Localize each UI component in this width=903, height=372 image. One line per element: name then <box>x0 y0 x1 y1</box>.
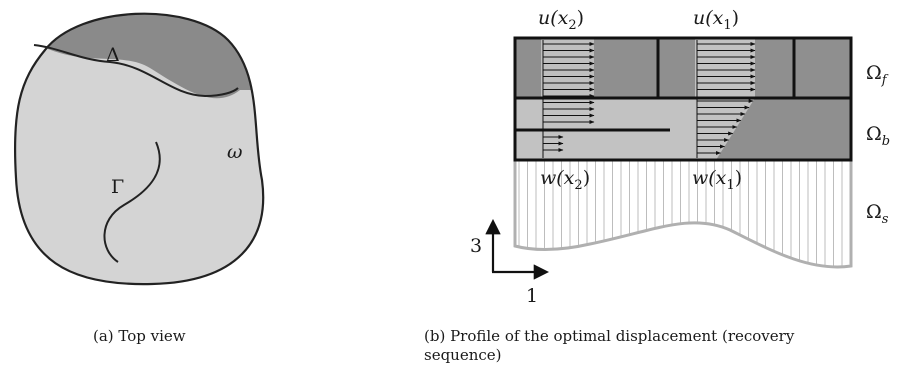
profile-x2-column <box>541 38 594 130</box>
delta-boundary <box>33 44 239 98</box>
substrate-outline <box>513 160 853 269</box>
caption-b-line2: sequence) <box>424 346 502 364</box>
label-u-x2: u(x2) <box>538 7 584 33</box>
label-omega-b: Ωb <box>866 123 890 149</box>
label-omega-s: Ωs <box>866 201 889 227</box>
domain-outline <box>13 12 265 286</box>
gamma-label: Γ <box>111 176 124 198</box>
label-w-x1: w(x1) <box>692 167 742 193</box>
caption-a: (a) Top view <box>93 327 186 345</box>
panel-b-profile: u(x2) u(x1) w(x2) w(x1) Ωf Ωb Ωs 3 1 <box>470 7 890 307</box>
panel-a-top-view: Δ ω Γ <box>13 12 265 286</box>
axis-3-label: 3 <box>470 235 482 257</box>
axis-1-label: 1 <box>526 285 538 307</box>
label-omega-f: Ωf <box>866 62 889 88</box>
caption-b-line1: (b) Profile of the optimal displacement … <box>424 327 795 345</box>
label-u-x1: u(x1) <box>693 7 739 33</box>
delta-label: Δ <box>106 44 120 66</box>
omega-label: ω <box>227 141 243 163</box>
label-w-x2: w(x2) <box>540 167 590 193</box>
gamma-curve <box>103 141 161 263</box>
profile-x1-column <box>695 38 755 98</box>
layer-b-dark-wedge <box>716 98 851 160</box>
